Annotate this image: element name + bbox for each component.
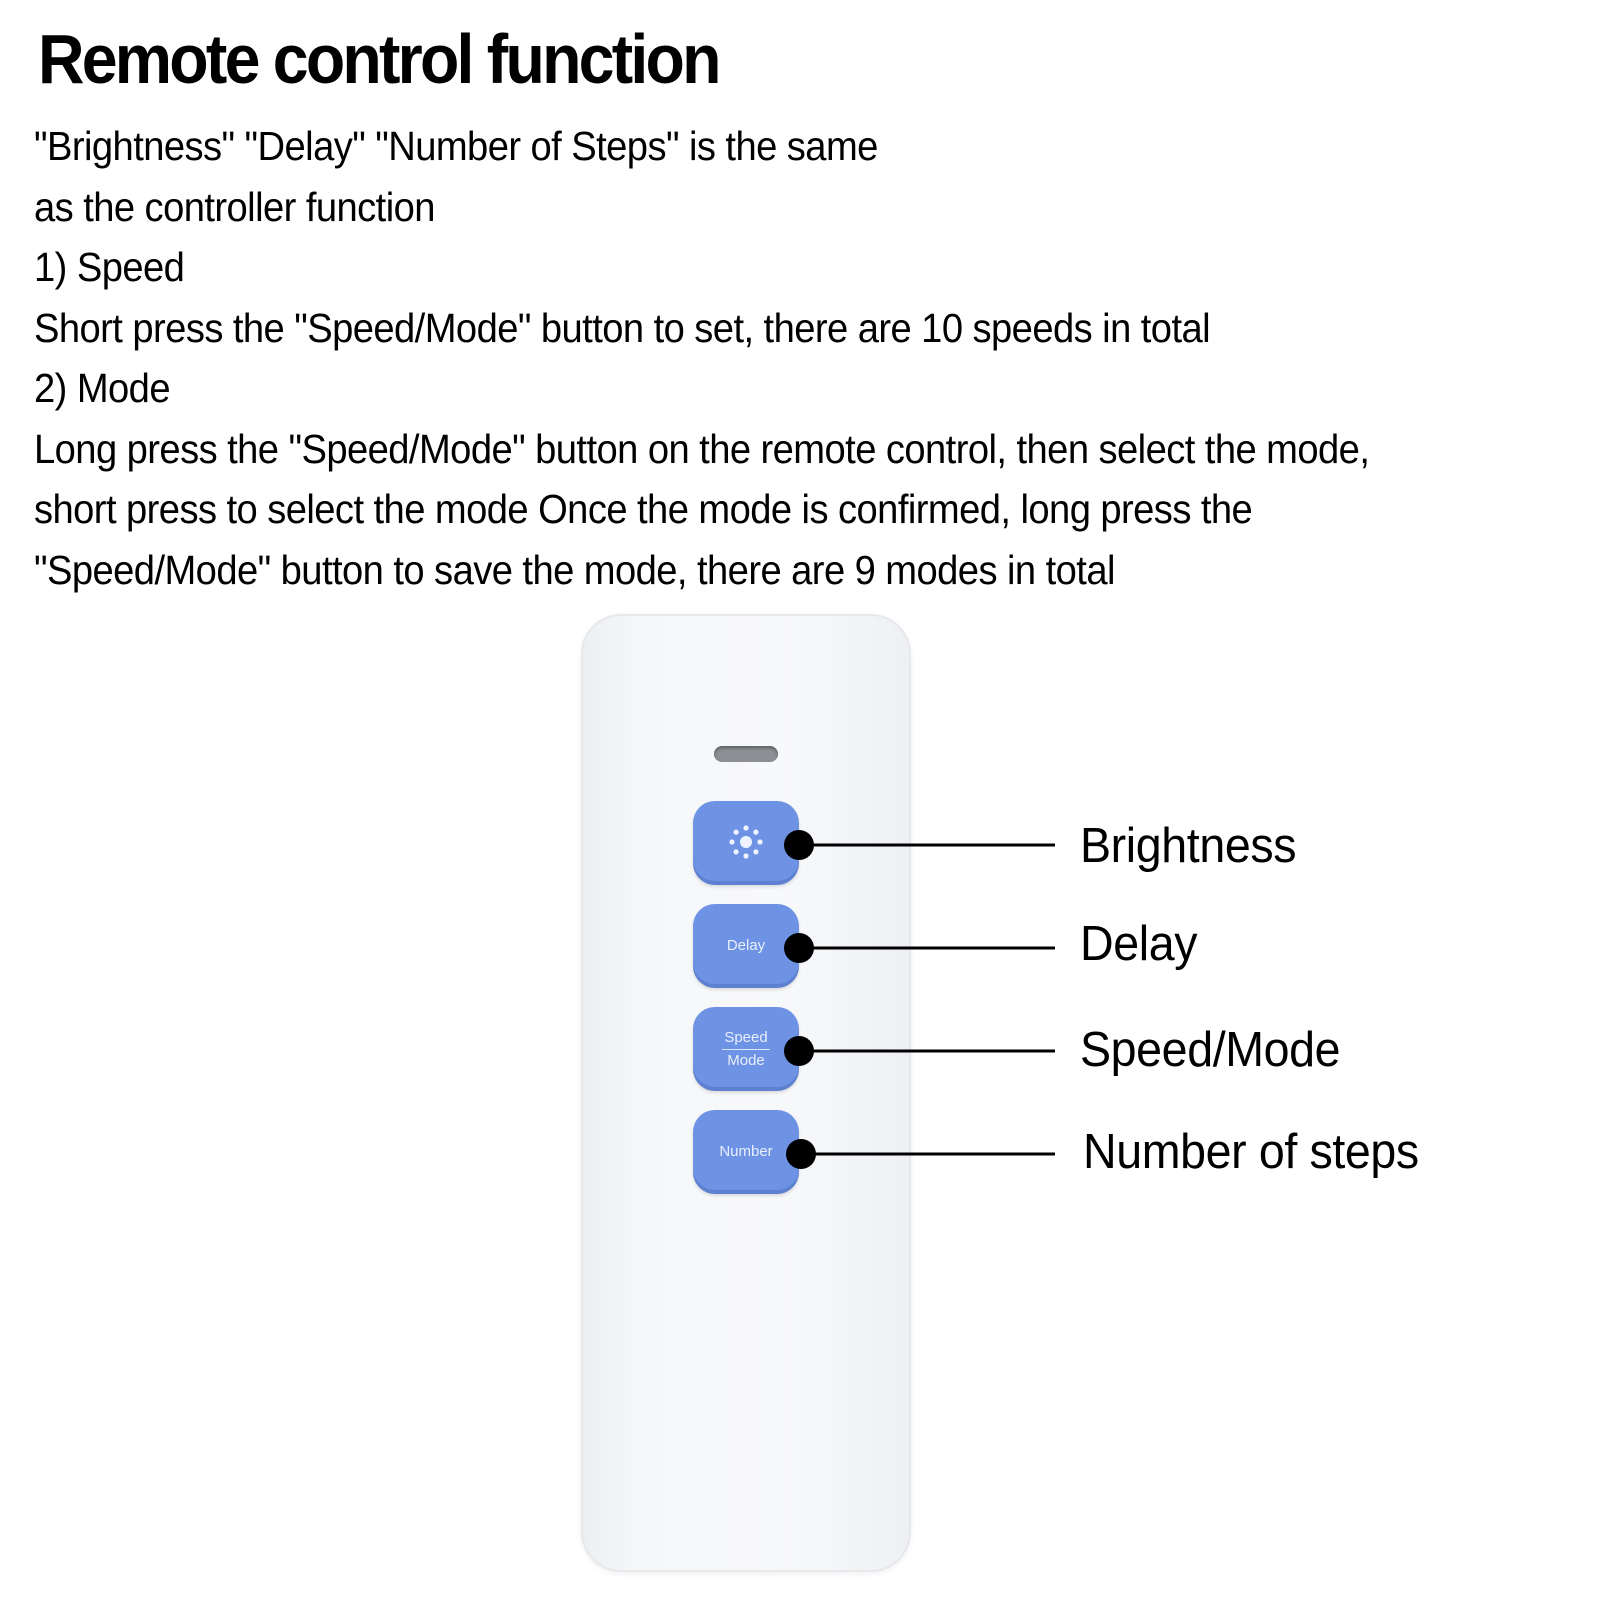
callout-speed-mode: Speed/Mode [1080,1023,1341,1077]
description-line: Long press the "Speed/Mode" button on th… [34,425,1370,472]
mode-label: Mode [727,1051,765,1069]
description-line: 2) Mode [34,365,171,411]
page-title: Remote control function [38,20,721,98]
brightness-button[interactable] [693,801,799,885]
indicator-light [714,746,778,762]
speed-mode-button-label: Speed Mode [722,1028,770,1071]
description-line: "Brightness" "Delay" "Number of Steps" i… [34,123,878,169]
description-line: Short press the "Speed/Mode" button to s… [34,304,1211,351]
speed-mode-button[interactable]: Speed Mode [693,1007,799,1091]
callout-brightness: Brightness [1080,819,1297,873]
speed-label: Speed [724,1028,768,1046]
callout-delay: Delay [1080,917,1198,971]
sun-icon [728,824,764,863]
number-button[interactable]: Number [693,1110,799,1194]
label-divider [722,1048,770,1050]
description-line: as the controller function [34,183,435,230]
description-line: short press to select the mode Once the … [34,486,1253,532]
number-button-label: Number [719,1143,773,1160]
description-line: "Speed/Mode" button to save the mode, th… [34,546,1115,593]
description-line: 1) Speed [34,244,185,290]
remote-control: Delay Speed Mode Number [581,614,911,1572]
delay-button[interactable]: Delay [693,904,799,988]
callout-number-of-steps: Number of steps [1083,1125,1419,1179]
delay-button-label: Delay [726,937,766,954]
description: "Brightness" "Delay" "Number of Steps" i… [34,116,1579,600]
